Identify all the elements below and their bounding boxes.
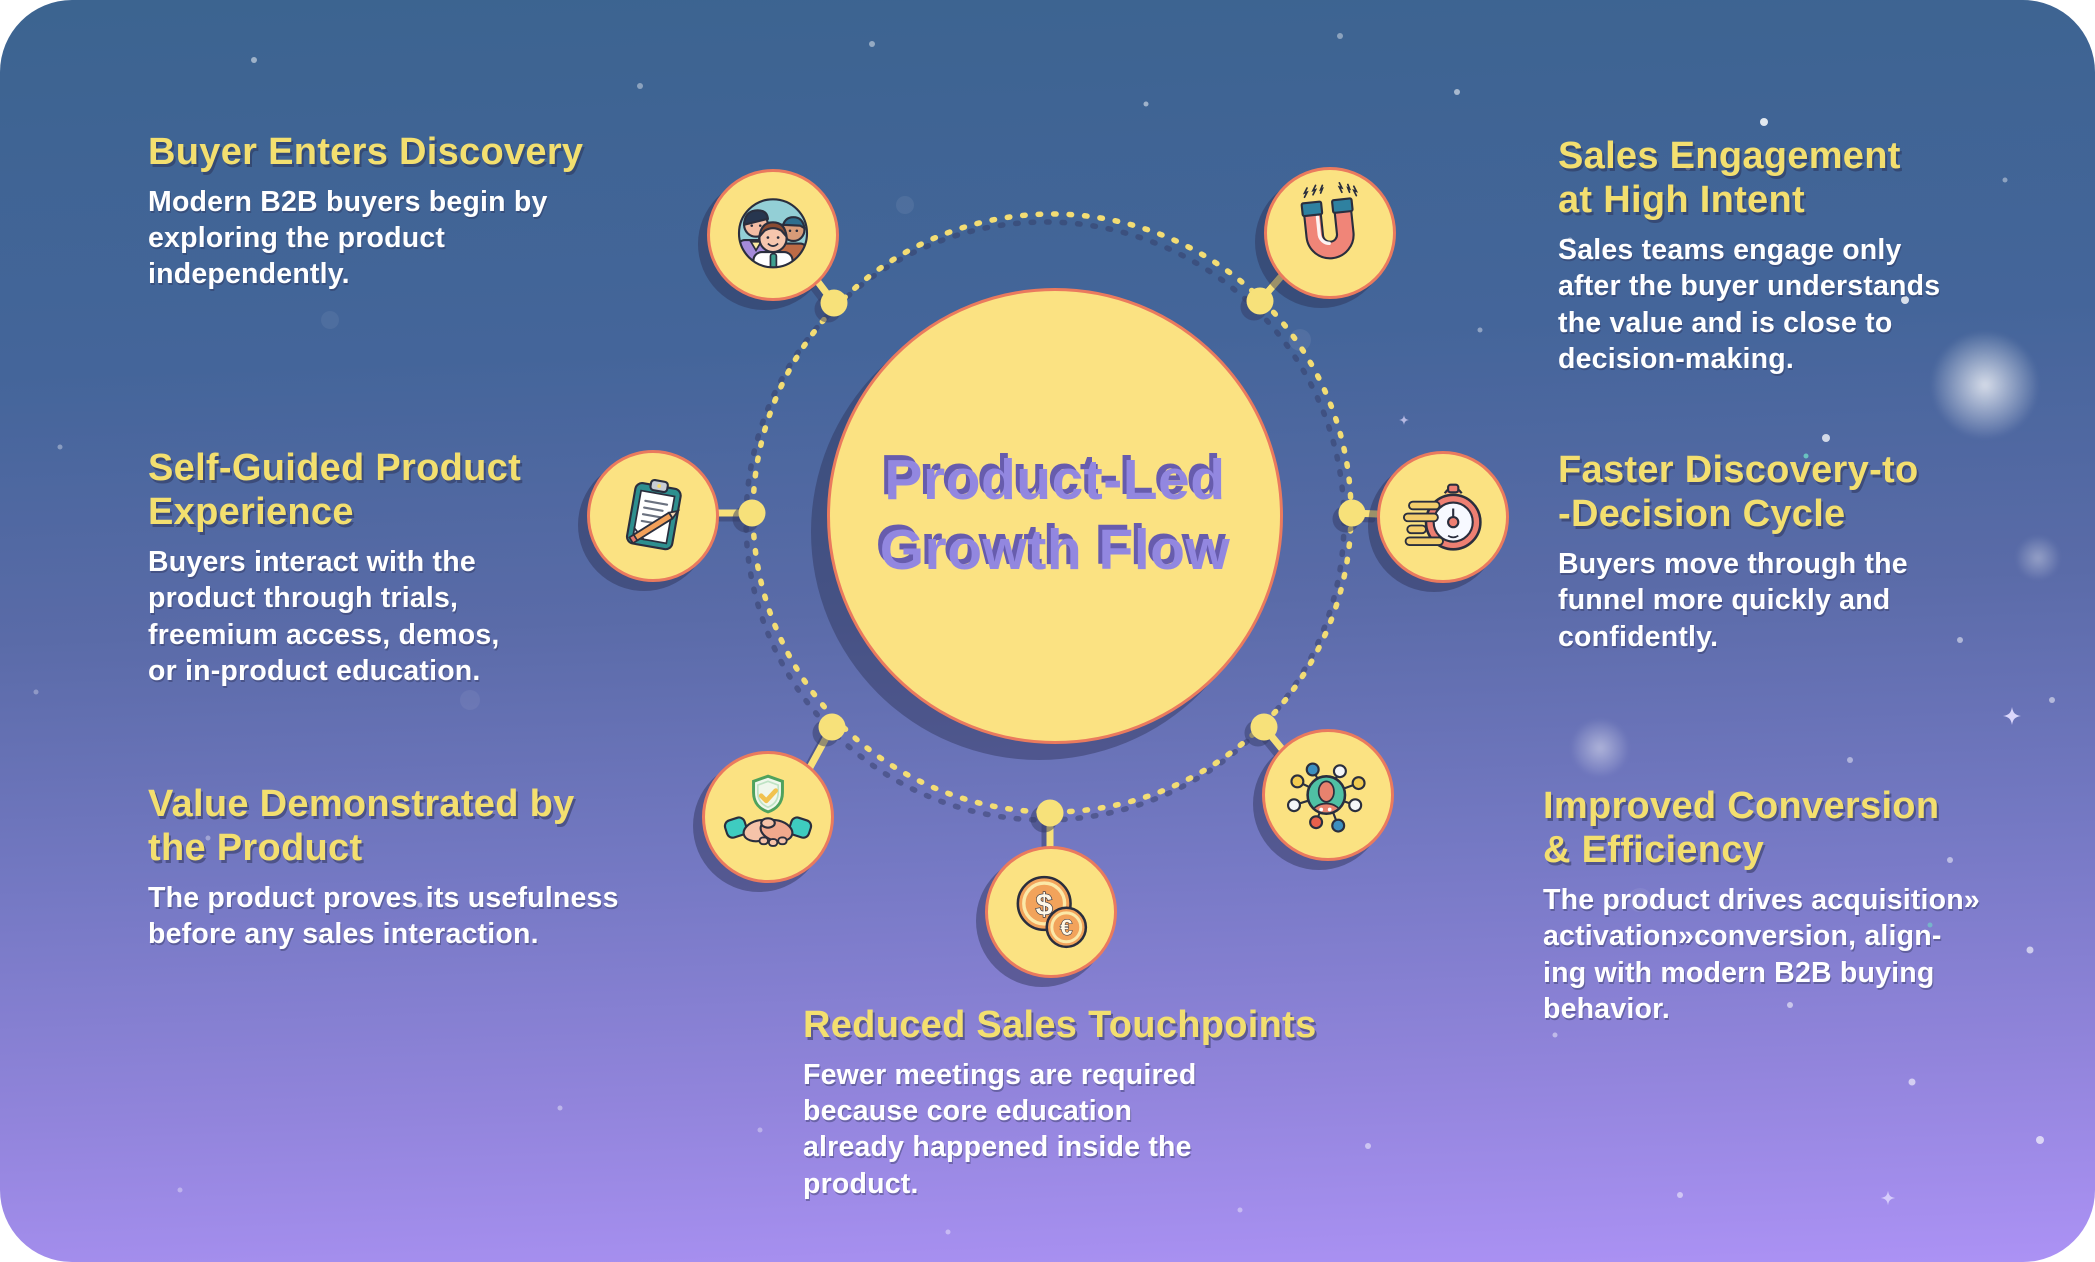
title-line: Product-Led [884, 448, 1226, 513]
handshake-shield-icon [723, 774, 813, 847]
heading-line: -Decision Cycle [1558, 493, 1846, 536]
badge-improved-conversion [1262, 729, 1394, 861]
section-body: Buyers move through the funnel more quic… [1558, 546, 2058, 655]
body-line: exploring the product [148, 222, 446, 255]
body-line: The product drives acquisition» [1543, 884, 1980, 917]
section-body: The product proves its usefulness before… [148, 880, 708, 952]
team-people-icon [737, 198, 809, 269]
heading-line: Self-Guided Product [148, 447, 522, 489]
badge-sales-engagement [1264, 167, 1396, 299]
body-line: before any sales interaction. [148, 918, 539, 951]
heading-line: the Product [148, 827, 363, 870]
body-line: because core education [803, 1095, 1133, 1128]
clipboard-pencil-icon [625, 478, 682, 551]
background-glow [1930, 330, 2040, 440]
section-body: Fewer meetings are required because core… [803, 1057, 1343, 1202]
heading-line: Improved Conversion [1543, 785, 1940, 827]
background-glow [2015, 535, 2061, 581]
section-buyer-enters-discovery: Buyer Enters Discovery Modern B2B buyers… [148, 130, 648, 293]
body-line: independently. [148, 258, 350, 291]
section-improved-conversion: Improved Conversion & Efficiency The pro… [1543, 784, 2073, 1027]
badge-reduced-sales-touchpoints: $ € [985, 846, 1117, 978]
ring-dots [738, 287, 1366, 827]
central-hub-circle: Product-Led Growth Flow [827, 288, 1283, 744]
section-value-demonstrated: Value Demonstrated by the Product The pr… [148, 782, 708, 953]
body-line: The product proves its usefulness [148, 882, 619, 915]
body-line: decision-making. [1558, 342, 1795, 375]
heading-line: Faster Discovery-to [1558, 449, 1919, 491]
body-line: funnel more quickly and [1558, 584, 1891, 617]
section-body: Buyers interact with the product through… [148, 544, 618, 689]
section-sales-engagement: Sales Engagement at High Intent Sales te… [1558, 134, 2058, 377]
section-heading: Value Demonstrated by the Product [148, 782, 708, 870]
section-body: Sales teams engage only after the buyer … [1558, 232, 2058, 377]
page-title: Product-Led Growth Flow [880, 446, 1231, 585]
section-reduced-sales-touchpoints: Reduced Sales Touchpoints Fewer meetings… [803, 1003, 1343, 1202]
badge-self-guided-experience [587, 450, 719, 582]
badge-value-demonstrated [702, 751, 834, 883]
heading-line: Reduced Sales Touchpoints [803, 1004, 1317, 1046]
heading-line: Sales Engagement [1558, 135, 1901, 177]
body-line: Modern B2B buyers begin by [148, 186, 548, 219]
stopwatch-icon [1402, 483, 1482, 551]
body-line: Fewer meetings are required [803, 1059, 1197, 1092]
section-heading: Faster Discovery-to -Decision Cycle [1558, 448, 2058, 536]
body-line: activation»conversion, align- [1543, 920, 1942, 953]
section-heading: Improved Conversion & Efficiency [1543, 784, 2073, 872]
section-body: The product drives acquisition» activati… [1543, 882, 2073, 1027]
body-line: Buyers interact with the [148, 546, 476, 579]
heading-line: & Efficiency [1543, 829, 1765, 872]
body-line: product. [803, 1167, 919, 1200]
section-self-guided-product-experience: Self-Guided Product Experience Buyers in… [148, 446, 618, 689]
magnet-icon [1300, 182, 1359, 260]
section-heading: Reduced Sales Touchpoints [803, 1003, 1343, 1047]
body-line: confidently. [1558, 620, 1719, 653]
heading-line: at High Intent [1558, 179, 1805, 222]
heading-line: Value Demonstrated by [148, 783, 575, 825]
badge-faster-decision-cycle [1377, 451, 1509, 583]
heading-line: Experience [148, 491, 354, 534]
title-line: Growth Flow [879, 518, 1231, 582]
section-heading: Buyer Enters Discovery [148, 130, 648, 174]
sparkle-icon [1399, 415, 2021, 1206]
body-line: or in-product education. [148, 654, 481, 687]
heading-line: Buyer Enters Discovery [148, 131, 584, 173]
body-line: Buyers move through the [1558, 548, 1908, 581]
body-line: Sales teams engage only [1558, 234, 1902, 267]
body-line: after the buyer understands [1558, 270, 1941, 303]
body-line: product through trials, [148, 582, 459, 615]
dollar-symbol: $ [1036, 888, 1053, 922]
network-icon [1286, 762, 1366, 833]
coins-icon: $ € [1016, 875, 1088, 949]
body-line: already happened inside the [803, 1131, 1192, 1164]
body-line: the value and is close to [1558, 306, 1893, 339]
body-line: ing with modern B2B buying [1543, 956, 1935, 989]
badge-buyer-enters-discovery [707, 169, 839, 301]
background-glow [1570, 718, 1630, 778]
section-body: Modern B2B buyers begin by exploring the… [148, 184, 648, 293]
body-line: freemium access, demos, [148, 618, 500, 651]
section-heading: Self-Guided Product Experience [148, 446, 618, 534]
section-faster-decision-cycle: Faster Discovery-to -Decision Cycle Buye… [1558, 448, 2058, 655]
euro-symbol: € [1060, 915, 1072, 940]
section-heading: Sales Engagement at High Intent [1558, 134, 2058, 222]
body-line: behavior. [1543, 992, 1670, 1025]
